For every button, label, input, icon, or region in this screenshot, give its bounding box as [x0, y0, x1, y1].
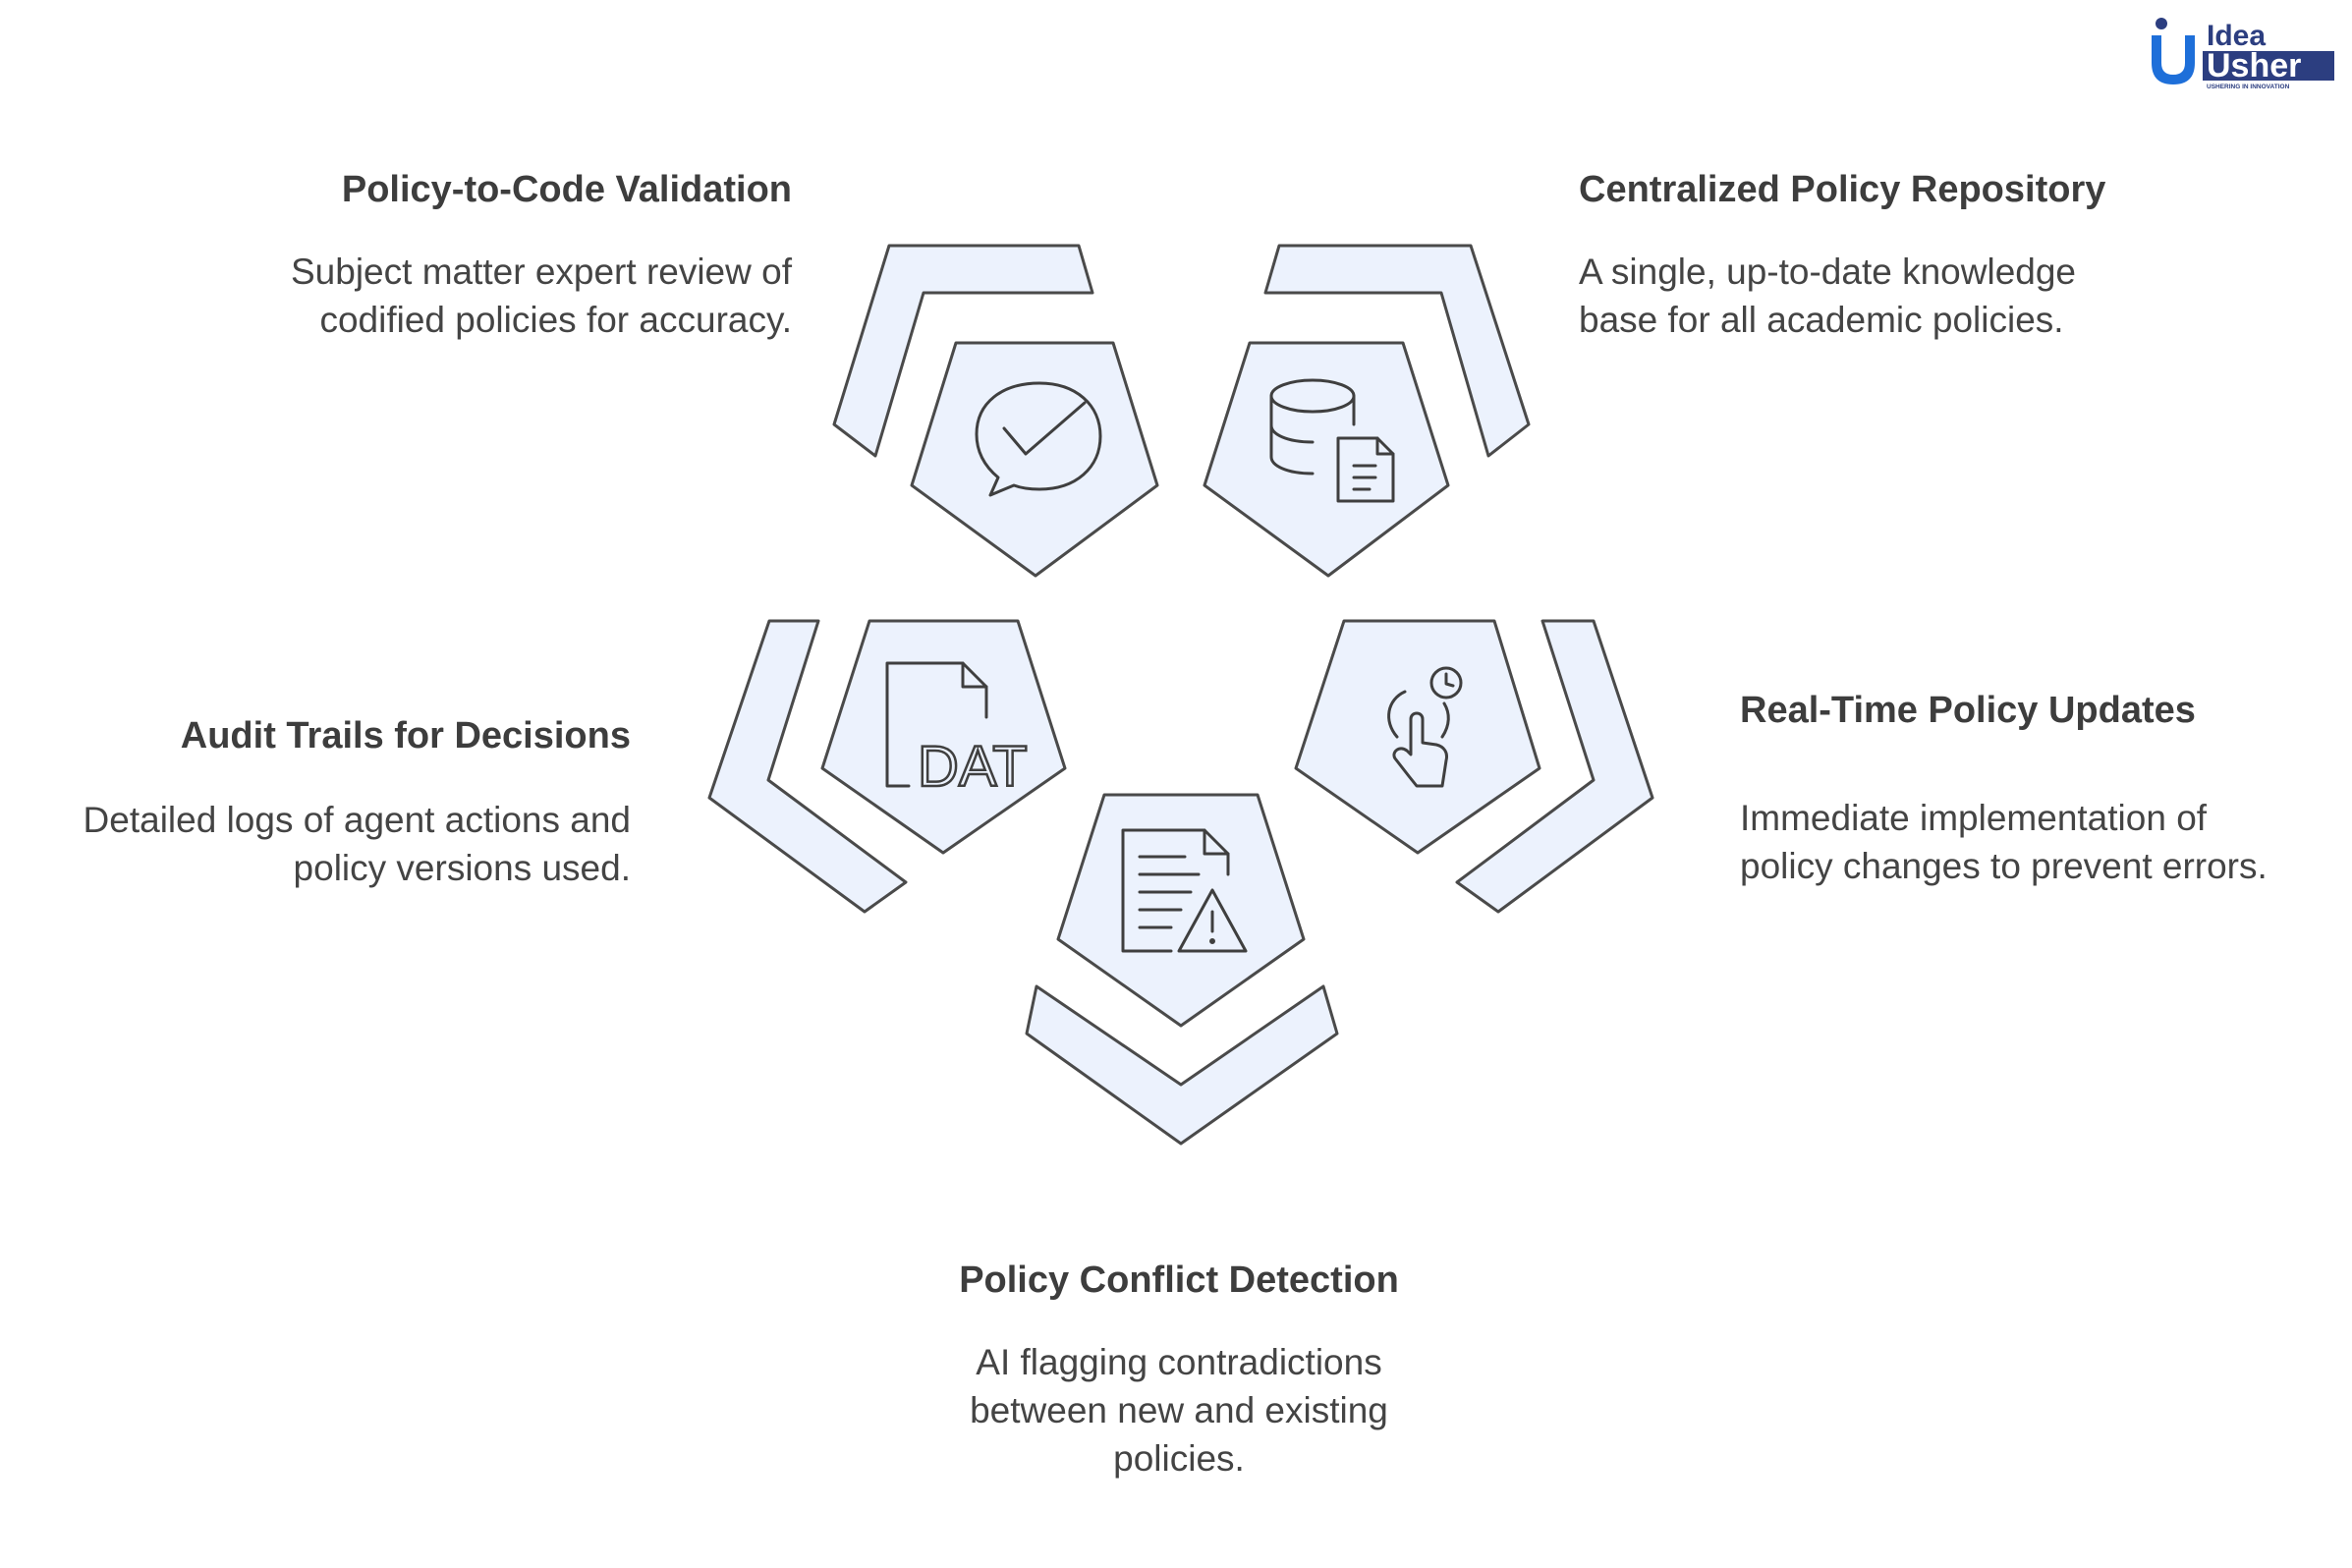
dat-icon-label: DAT — [918, 735, 1028, 799]
desc-policy-to-code-validation: Subject matter expert review of codified… — [291, 252, 792, 340]
title-policy-conflict-detection: Policy Conflict Detection — [959, 1260, 1399, 1301]
title-real-time-policy-updates: Real-Time Policy Updates — [1740, 690, 2196, 731]
chevron-top-left — [832, 244, 1094, 458]
document-warning-icon — [1121, 828, 1248, 953]
desc-real-time-policy-updates: Immediate implementation of policy chang… — [1740, 798, 2268, 886]
desc-centralized-policy-repository: A single, up-to-date knowledge base for … — [1579, 252, 2077, 340]
pentagon-right — [1294, 619, 1541, 855]
title-centralized-policy-repository: Centralized Policy Repository — [1579, 169, 2106, 210]
pentagon-left — [820, 619, 1067, 855]
logo-u-shape — [2152, 35, 2195, 84]
logo-dot — [2156, 18, 2167, 29]
desc-policy-conflict-detection: AI flagging contradictions between new a… — [970, 1342, 1388, 1479]
hand-clock-icon — [1387, 666, 1463, 788]
desc-audit-trails-for-decisions: Detailed logs of agent actions and polic… — [83, 800, 631, 888]
logo-main-text: Usher — [2207, 47, 2301, 84]
title-policy-to-code-validation: Policy-to-Code Validation — [341, 169, 792, 210]
logo-main-background — [2203, 51, 2334, 81]
title-audit-trails-for-decisions: Audit Trails for Decisions — [180, 715, 631, 756]
dat-file-icon — [885, 661, 988, 788]
chevron-top-right — [1263, 244, 1531, 458]
database-document-icon — [1269, 378, 1395, 503]
idea-usher-logo: Idea Usher USHERING IN INNOVATION — [2152, 18, 2334, 90]
pentagon-top-right — [1203, 341, 1450, 578]
chevron-right — [1455, 619, 1654, 914]
pentagon-top-left — [910, 341, 1159, 578]
logo-tagline: USHERING IN INNOVATION — [2207, 84, 2290, 90]
chevron-left — [707, 619, 908, 914]
chevron-bottom — [1025, 984, 1339, 1146]
chat-check-icon — [975, 381, 1102, 497]
logo-top-text: Idea — [2207, 20, 2266, 52]
